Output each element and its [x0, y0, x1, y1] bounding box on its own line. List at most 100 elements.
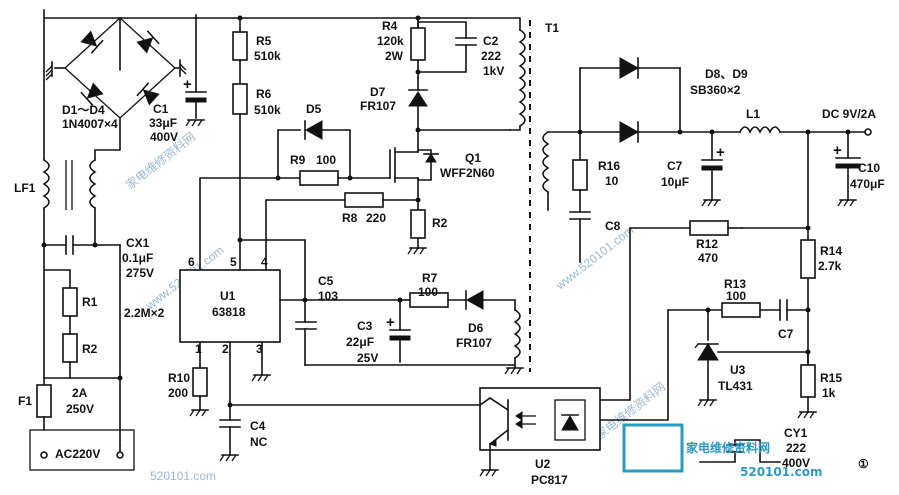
watermark-site-2: www.520101.com: [552, 223, 636, 293]
cy1-rating: 400V: [782, 456, 810, 470]
c1-value: 33μF: [149, 116, 177, 130]
r6-value: 510k: [254, 103, 281, 117]
r10-value: 200: [168, 386, 188, 400]
c2-label: C2: [483, 34, 499, 48]
r14-label: R14: [820, 244, 842, 258]
lf1-label: LF1: [14, 181, 36, 195]
c10-value: 470μF: [850, 177, 885, 191]
r1r2-value: 2.2M×2: [124, 306, 165, 320]
c1-rating: 400V: [150, 130, 178, 144]
cx1-rating: 275V: [126, 266, 154, 280]
r7-value: 100: [418, 285, 438, 299]
u1-pin1: 1: [195, 342, 202, 356]
t1-label: T1: [545, 21, 559, 35]
r10-label: R10: [168, 371, 190, 385]
r5-label: R5: [256, 34, 272, 48]
u1-label: U1: [220, 289, 236, 303]
u1-pin2: 2: [222, 342, 229, 356]
d8d9-label: D8、D9: [705, 67, 748, 81]
r4-rating: 2W: [385, 49, 404, 63]
secondary-section: D8、D9 SB360×2 R16 10 C8 + C7 10μF L1 DC …: [542, 57, 885, 470]
r2a-label: R2: [82, 342, 98, 356]
f1-rating: 250V: [66, 402, 94, 416]
d7-part: FR107: [360, 99, 396, 113]
d7-label: D7: [370, 85, 386, 99]
primary-section: R5 510k R6 510k D5 R9 100 R8 220: [199, 15, 559, 372]
r9-label: R9: [290, 153, 306, 167]
d6-part: FR107: [456, 336, 492, 350]
bridge-label: D1～D4: [62, 103, 105, 117]
svg-text:+: +: [183, 76, 192, 93]
c3-label: C3: [357, 319, 373, 333]
r4-value: 120k: [377, 34, 404, 48]
c7a-label: C7: [667, 159, 683, 173]
r16-label: R16: [598, 159, 620, 173]
c5-label: C5: [318, 274, 334, 288]
c1-label: C1: [153, 102, 169, 116]
r14-value: 2.7k: [818, 259, 842, 273]
cy1-value: 222: [786, 441, 806, 455]
c3-rating: 25V: [357, 351, 378, 365]
cx1-label: CX1: [126, 236, 150, 250]
r7-label: R7: [422, 271, 438, 285]
u2-part: PC817: [531, 473, 568, 487]
r9-value: 100: [316, 153, 336, 167]
r8-value: 220: [366, 211, 386, 225]
input-section: + C1 33μF 400V D1～D4 1N4007×4 LF1 CX1 0.…: [14, 9, 521, 471]
r15-label: R15: [820, 371, 842, 385]
r16-value: 10: [605, 174, 619, 188]
optocoupler-u2: U2 PC817: [478, 387, 601, 487]
c2-value: 222: [481, 49, 501, 63]
u3-part: TL431: [718, 379, 753, 393]
c8-label: C8: [605, 219, 621, 233]
logo-brand-text: 家电维修资料网: [686, 440, 770, 455]
r6-label: R6: [256, 87, 272, 101]
d8d9-part: SB360×2: [690, 83, 741, 97]
r15-value: 1k: [822, 386, 836, 400]
r2b-label: R2: [432, 216, 448, 230]
output-label: DC 9V/2A: [822, 107, 876, 121]
r5-value: 510k: [254, 49, 281, 63]
svg-text:+: +: [833, 142, 842, 159]
bridge-part: 1N4007×4: [62, 117, 118, 131]
cy1-label: CY1: [784, 426, 808, 440]
r13-label: R13: [724, 277, 746, 291]
c7b-label: C7: [778, 327, 794, 341]
c4-value: NC: [250, 435, 268, 449]
c2-rating: 1kV: [483, 64, 504, 78]
c4-label: C4: [250, 419, 266, 433]
r12-label: R12: [696, 237, 718, 251]
r4-label: R4: [382, 19, 398, 33]
input-label: AC220V: [55, 447, 100, 461]
d5-label: D5: [306, 102, 322, 116]
r1-label: R1: [82, 295, 98, 309]
u1-part: 63818: [212, 305, 246, 319]
c7a-value: 10μF: [661, 175, 689, 189]
c3-value: 22μF: [346, 335, 374, 349]
svg-text:+: +: [386, 314, 395, 331]
d6-label: D6: [468, 321, 484, 335]
site-logo: 家电维修资料网 520101.com: [622, 423, 823, 479]
r12-value: 470: [698, 251, 718, 265]
cx1-value: 0.1μF: [122, 251, 153, 265]
controller-section: U1 63818 6 5 4 1 2 3 C5 103 R7 100 D6 FR…: [168, 237, 524, 462]
r8-label: R8: [342, 211, 358, 225]
f1-value: 2A: [72, 386, 88, 400]
u3-label: U3: [730, 363, 746, 377]
c5-value: 103: [318, 289, 338, 303]
figure-number: ①: [858, 457, 869, 471]
watermark-site-3: 520101.com: [150, 469, 216, 483]
svg-text:+: +: [716, 144, 725, 161]
q1-label: Q1: [465, 151, 481, 165]
u1-pin5: 5: [230, 255, 237, 269]
c10-label: C10: [858, 161, 880, 175]
logo-site-text: 520101.com: [740, 465, 823, 479]
q1-part: WFF2N60: [440, 166, 495, 180]
u2-label: U2: [535, 457, 551, 471]
f1-label: F1: [18, 394, 32, 408]
r13-value: 100: [726, 289, 746, 303]
u1-pin6: 6: [188, 255, 195, 269]
u1-pin4: 4: [261, 255, 268, 269]
l1-label: L1: [746, 107, 760, 121]
